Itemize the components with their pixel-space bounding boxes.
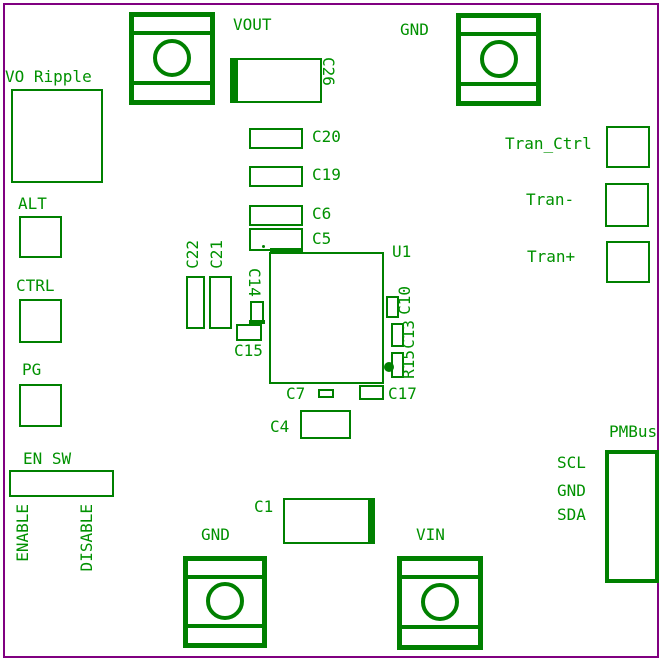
alt-label: ALT (18, 194, 47, 213)
gnd-bottom-terminal-label: GND (201, 525, 230, 544)
vo-ripple-pad (11, 89, 103, 183)
tran-plus-label: Tran+ (527, 247, 576, 266)
c5-label: C5 (312, 229, 332, 248)
gnd-top-terminal-pad (456, 13, 541, 106)
terminal-bar (402, 625, 478, 629)
pin1-dot (384, 362, 394, 372)
pmbus-pin-scl-label: SCL (557, 453, 586, 472)
terminal-bar (134, 81, 210, 85)
vin-terminal-label: VIN (416, 525, 445, 544)
c14-label: C14 (245, 268, 264, 297)
c13-outline (391, 323, 404, 347)
alt-pad (19, 216, 62, 258)
c26-outline (230, 58, 322, 103)
gnd-top-terminal-label: GND (400, 20, 429, 39)
c15-outline (236, 324, 262, 341)
terminal-bar (402, 575, 478, 579)
terminal-bar (134, 31, 210, 35)
c20-label: C20 (312, 127, 341, 146)
c5-bottom-bar (270, 248, 303, 252)
pmbus-label: PMBus (609, 422, 658, 441)
c6-outline (249, 205, 303, 226)
ctrl-pad (19, 299, 62, 343)
c10-label: C10 (395, 286, 414, 315)
c17-label: C17 (388, 384, 417, 403)
r15-label: R15 (399, 350, 418, 379)
pmbus-pin-gnd-label: GND (557, 481, 586, 500)
u1-ic-outline (269, 252, 384, 384)
tran-plus-pad (606, 241, 650, 283)
c6-label: C6 (312, 204, 332, 223)
tran-minus-label: Tran- (526, 190, 575, 209)
ctrl-label: CTRL (16, 276, 55, 295)
pg-label: PG (22, 360, 42, 379)
tran-minus-pad (605, 183, 649, 227)
c13-label: C13 (399, 320, 418, 349)
tran-ctrl-pad (606, 126, 650, 168)
c21-outline (209, 276, 232, 329)
terminal-hole (153, 39, 191, 77)
en-sw-outline (9, 470, 114, 497)
vout-terminal-pad (129, 12, 215, 105)
terminal-bar (188, 575, 262, 579)
c15-label: C15 (234, 341, 263, 360)
c22-outline (186, 276, 205, 329)
terminal-hole (421, 583, 459, 621)
c1-label: C1 (254, 497, 274, 516)
c1-outline (283, 498, 370, 544)
terminal-hole (480, 40, 518, 78)
en-sw-label: EN SW (23, 449, 72, 468)
c7-outline (318, 389, 334, 398)
tran-ctrl-label: Tran_Ctrl (505, 134, 592, 153)
pg-pad (19, 384, 62, 427)
c10-outline (386, 296, 399, 318)
c4-outline (300, 410, 351, 439)
terminal-bar (461, 32, 536, 36)
vout-terminal-label: VOUT (233, 15, 272, 34)
c21-label: C21 (207, 240, 226, 269)
c26-polarity-bar (230, 58, 238, 103)
disable-position-label: DISABLE (77, 504, 96, 572)
pmbus-pin-sda-label: SDA (557, 505, 586, 524)
enable-position-label: ENABLE (13, 504, 32, 562)
c4-label: C4 (270, 417, 290, 436)
terminal-bar (188, 624, 262, 628)
silkscreen-dot (262, 245, 265, 248)
terminal-bar (461, 82, 536, 86)
c19-outline (249, 166, 303, 187)
pmbus-connector-outline (605, 450, 659, 583)
c17-outline (359, 385, 384, 400)
c7-label: C7 (286, 384, 306, 403)
sheet-border (3, 3, 659, 658)
c22-label: C22 (183, 240, 202, 269)
vin-terminal-pad (397, 556, 483, 650)
c14-polarity-bar (249, 320, 265, 324)
c19-label: C19 (312, 165, 341, 184)
u1-label: U1 (392, 242, 412, 261)
gnd-bottom-terminal-pad (183, 556, 267, 648)
terminal-hole (206, 582, 244, 620)
c26-label: C26 (319, 57, 338, 86)
vo-ripple-label: VO Ripple (5, 67, 92, 86)
c20-outline (249, 128, 303, 149)
c1-polarity-bar (368, 498, 375, 544)
